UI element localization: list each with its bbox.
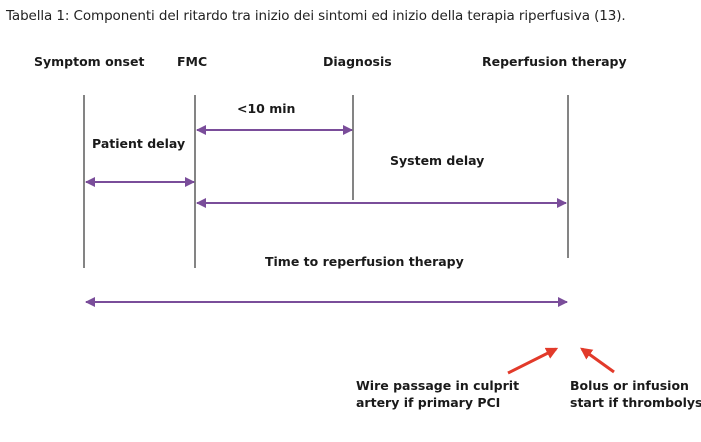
bolus-note-line1: Bolus or infusion (570, 378, 689, 393)
fmc-to-diagnosis-label: <10 min (237, 101, 296, 116)
bolus-note-line2: start if thrombolysi (570, 395, 701, 410)
bolus-note: Bolus or infusion start if thrombolysi (570, 377, 701, 411)
wire-passage-note: Wire passage in culprit artery if primar… (356, 377, 519, 411)
milestone-reperfusion-therapy-label: Reperfusion therapy (482, 54, 627, 69)
bolus-pointer-arrow (580, 347, 615, 374)
wire-passage-note-line2: artery if primary PCI (356, 395, 501, 410)
patient-delay-label: Patient delay (92, 136, 186, 151)
milestone-diagnosis-label: Diagnosis (323, 54, 392, 69)
wire-passage-note-line1: Wire passage in culprit (356, 378, 520, 393)
wire-passage-pointer-arrow (507, 347, 559, 375)
time-to-reperfusion-label: Time to reperfusion therapy (265, 254, 464, 269)
milestone-fmc-label: FMC (177, 54, 208, 69)
milestone-symptom-onset-label: Symptom onset (34, 54, 145, 69)
table-caption: Tabella 1: Componenti del ritardo tra in… (6, 8, 626, 24)
system-delay-label: System delay (390, 153, 485, 168)
